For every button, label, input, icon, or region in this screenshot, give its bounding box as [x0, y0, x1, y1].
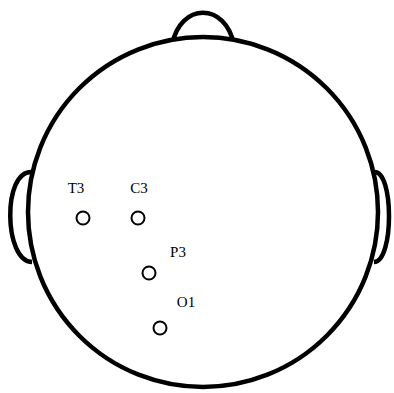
electrode-label: T3: [68, 181, 85, 196]
electrode-label: C3: [130, 181, 148, 196]
electrode-marker: [154, 322, 167, 335]
electrode-label: P3: [170, 245, 186, 260]
electrode-marker: [132, 212, 145, 225]
electrode-marker: [77, 212, 90, 225]
electrode-marker: [143, 267, 156, 280]
head-outline: [28, 37, 378, 387]
electrode-label: O1: [177, 295, 195, 310]
